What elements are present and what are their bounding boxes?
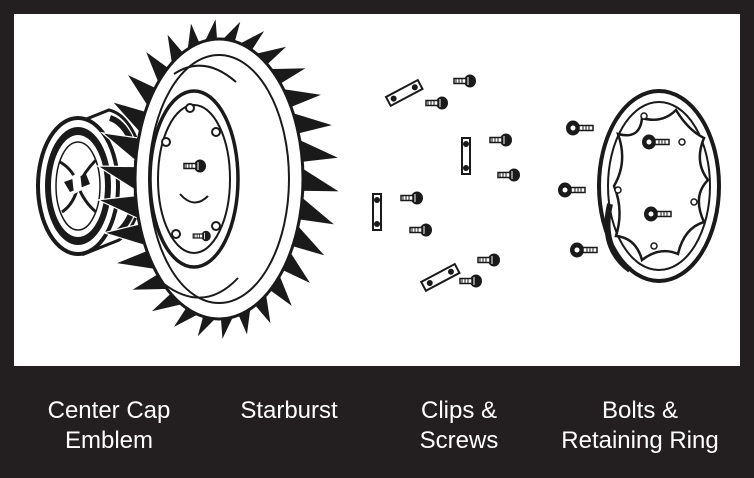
label-bolts-retaining-ring: Bolts & Retaining Ring — [561, 397, 719, 454]
label-center-cap-emblem: Center Cap Emblem — [47, 397, 171, 454]
starburst-fin — [300, 165, 343, 193]
retaining-ring-icon — [557, 89, 721, 283]
exploded-view-illustration — [36, 14, 721, 344]
starburst-icon — [95, 14, 343, 344]
center-cap-emblem-icon — [36, 108, 145, 257]
clips-screws-icon — [372, 73, 521, 293]
label-clips-screws: Clips & Screws — [419, 397, 499, 454]
starburst-fin — [296, 137, 343, 164]
illustration-panel — [14, 14, 740, 366]
label-starburst: Starburst — [240, 397, 338, 424]
part-labels-bar: Center Cap Emblem Starburst Clips & Scre… — [14, 366, 740, 464]
